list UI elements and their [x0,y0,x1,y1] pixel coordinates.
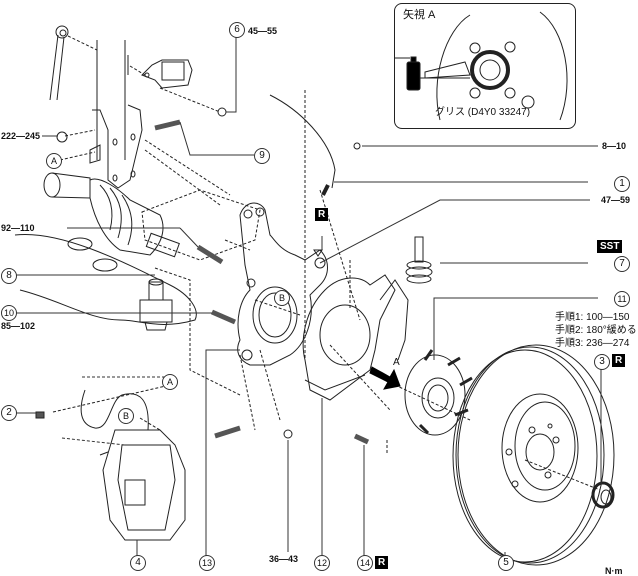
callout-6: 6 [229,22,245,38]
stabilizer-link [49,25,69,101]
torque-6: 45—55 [248,26,278,36]
callout-9: 9 [254,148,270,164]
replace-badge-hub-nut: R [612,354,626,367]
callout-3: 3 [594,354,610,370]
abs-sensor-cable [269,94,336,196]
callout-12: 12 [314,555,330,571]
sensor-bracket [127,55,193,89]
replace-badge-14: R [375,556,389,569]
drive-shaft [43,172,180,258]
callout-1: 1 [614,176,630,192]
callout-11: 11 [614,291,630,307]
view-a-inset [394,3,576,129]
sst-tool [405,236,433,284]
hub-nut [591,481,615,509]
brake-hose [35,389,149,431]
callout-14: 14 [357,555,373,571]
torque-10: 85—102 [1,321,36,331]
strut [89,40,143,189]
brake-disc [452,344,615,566]
bolts [56,107,370,445]
sst-badge: SST [597,240,623,253]
ball-joint [139,278,173,331]
callout-8: 8 [1,268,17,284]
connector-a-upper: A [46,153,62,169]
torque-stabilizer-nut: 222—245 [1,131,41,141]
dust-shield [302,274,409,401]
torque-upper-bolt: 92—110 [1,223,35,233]
torque-knuckle-nut: 47—59 [601,195,631,205]
callout-7: 7 [614,256,630,272]
callout-5: 5 [498,555,514,571]
replace-badge-knuckle-nut: R [315,208,329,221]
connector-a-lower: A [162,374,178,390]
connector-b-knuckle: B [274,290,290,306]
inset-caption: グリス (D4Y0 33247) [435,107,531,118]
callout-10: 10 [1,305,17,321]
torque-sensor-bolt: 8—10 [602,141,627,151]
inset-artwork [395,11,568,121]
inset-title: 矢視 A [403,9,436,21]
brake-caliper [99,429,186,541]
hub-step-1: 手順1: 100—150 [555,312,630,323]
callout-13: 13 [199,555,215,571]
connector-b-caliper: B [118,408,134,424]
hub-bearing [404,349,473,436]
arrow-a-label: A [393,357,400,368]
callout-4: 4 [130,555,146,571]
unit-label: N·m [605,566,623,576]
leader-lines [15,37,602,562]
lower-arm [14,233,197,325]
view-arrow-a [369,366,401,390]
hub-step-3: 手順3: 236—274 [555,338,630,349]
hub-step-2: 手順2: 180°緩める [555,325,637,336]
steering-knuckle [237,202,328,366]
torque-shield-nut: 36—43 [269,554,299,564]
callout-2: 2 [1,405,17,421]
